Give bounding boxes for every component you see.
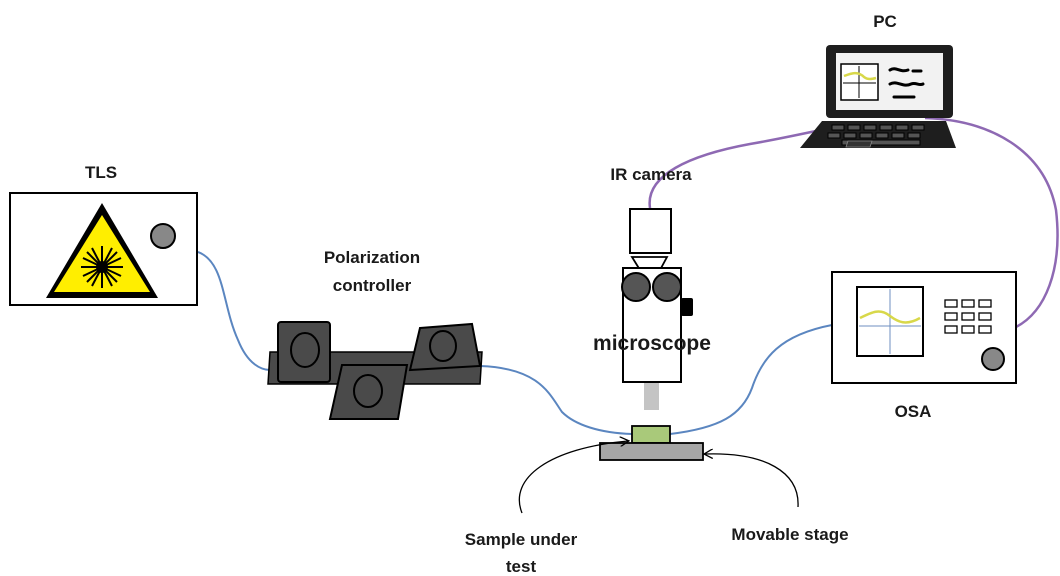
microscope <box>621 256 693 410</box>
eyepiece-left <box>621 272 651 302</box>
osa-label: OSA <box>895 402 932 421</box>
osa-trace <box>859 310 921 324</box>
paddle-middle <box>328 364 409 420</box>
osa-knob <box>981 347 1005 371</box>
ir-camera <box>629 208 672 254</box>
fiber-polarization-to-sample <box>479 365 633 435</box>
polarization-controller <box>267 321 483 420</box>
sample-under-test <box>631 425 671 444</box>
laptop-touchpad <box>845 140 873 148</box>
cable-pc-to-osa <box>924 116 1059 329</box>
stage-pointer-arrow <box>705 454 799 508</box>
focus-knob <box>681 298 693 316</box>
laptop-icon <box>800 45 956 148</box>
paddle-left <box>277 321 331 383</box>
cable-camera-to-pc <box>648 124 841 209</box>
ir-camera-label: IR camera <box>610 165 692 184</box>
tls-box <box>9 192 198 306</box>
microscope-label: microscope <box>593 332 711 355</box>
eyepiece-right <box>652 272 682 302</box>
polarization-label-line1: Polarization <box>324 248 420 267</box>
cables <box>197 116 1059 435</box>
sample-label-line2: test <box>506 557 537 576</box>
osa-keypad <box>944 299 992 334</box>
pc-label: PC <box>873 12 897 31</box>
fiber-sample-to-osa <box>669 324 833 435</box>
tls-label: TLS <box>85 163 117 182</box>
sample-label-line1: Sample under <box>465 530 578 549</box>
tls-knob <box>150 223 176 249</box>
osa-screen <box>856 286 924 357</box>
objective-lens <box>644 383 659 410</box>
osa-box <box>831 271 1017 384</box>
laser-hazard-icon <box>46 203 158 298</box>
paddle-right <box>408 322 482 372</box>
sample-pointer-arrow <box>518 441 628 514</box>
fiber-tls-to-polarization <box>197 251 271 371</box>
laptop-keys <box>827 124 925 146</box>
movable-stage <box>599 442 704 461</box>
polarization-label-line2: controller <box>333 276 412 295</box>
movable-stage-label: Movable stage <box>731 525 848 544</box>
